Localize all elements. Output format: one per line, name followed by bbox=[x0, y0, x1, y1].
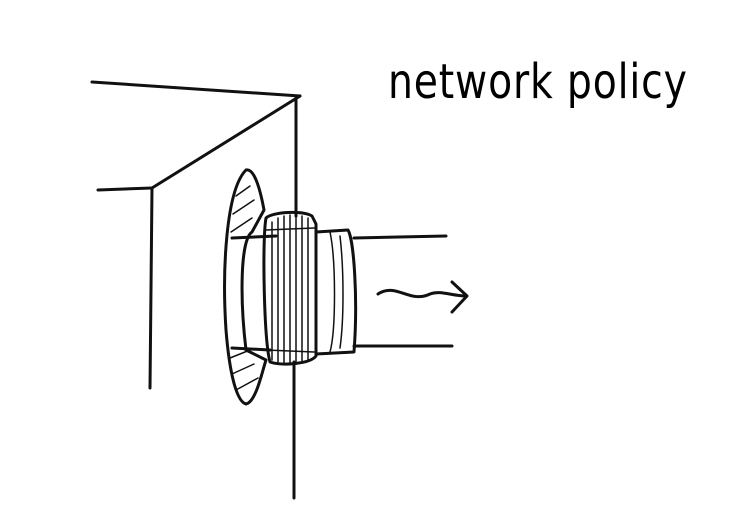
knurled-collar bbox=[262, 210, 318, 366]
arrow-right-icon bbox=[376, 280, 469, 314]
wall-outline bbox=[90, 80, 302, 500]
diagram-title: network policy bbox=[388, 54, 688, 110]
pipe-inner bbox=[230, 234, 278, 352]
coupling-ring bbox=[314, 228, 358, 356]
pipe-outer bbox=[352, 234, 454, 348]
wall-opening bbox=[223, 168, 268, 406]
